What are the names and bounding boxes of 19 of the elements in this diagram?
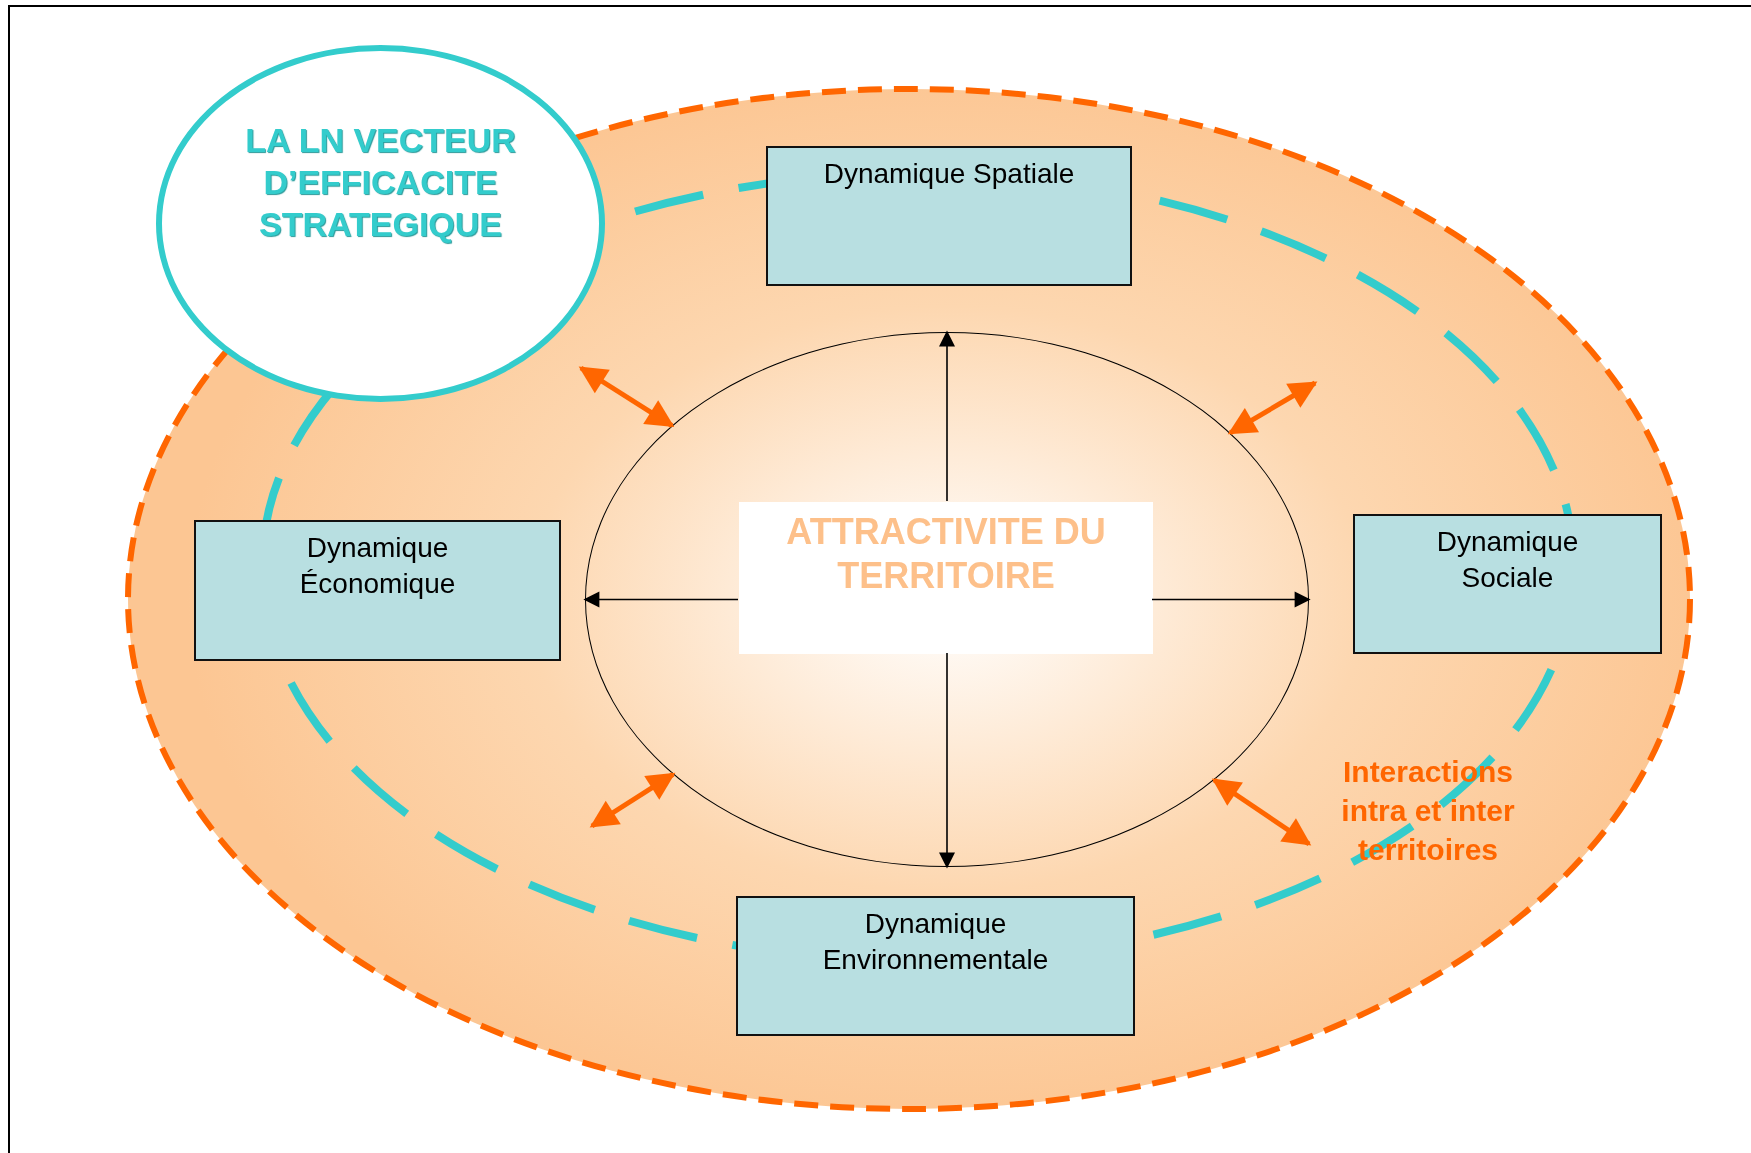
box-label: Dynamique Économique: [298, 531, 457, 601]
dynamic-box: [766, 146, 1132, 286]
arrow: [578, 365, 675, 428]
arrow: [1211, 777, 1312, 847]
arrow: [589, 772, 676, 829]
dynamic-box: [194, 520, 561, 661]
box-label: Dynamique Sociale: [1435, 525, 1580, 595]
title-text: LA LN VECTEUR D’EFFICACITE STRATEGIQUE: [244, 120, 517, 245]
arrow: [939, 330, 955, 502]
arrow: [939, 652, 955, 869]
dynamic-box: [736, 896, 1135, 1036]
dynamic-box: [1353, 514, 1662, 654]
center-box: [739, 502, 1153, 654]
box-label: Dynamique Environnementale: [821, 907, 1050, 977]
arrow: [1227, 380, 1318, 436]
center-title: ATTRACTIVITE DU TERRITOIRE: [785, 510, 1107, 598]
arrow: [1151, 591, 1311, 608]
box-label: Dynamique Spatiale: [822, 157, 1076, 191]
arrow: [583, 591, 739, 608]
